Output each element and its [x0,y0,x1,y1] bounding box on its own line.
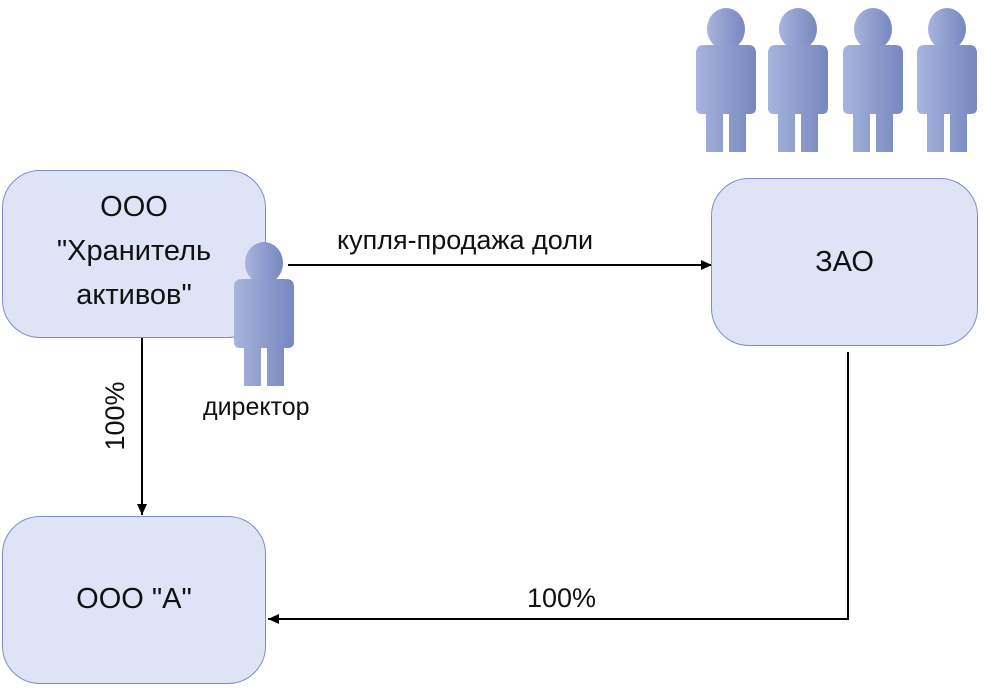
keeper-node: ООО "Хранитель активов" [2,170,266,338]
sale-edge-label: купля-продажа доли [337,225,594,255]
shareholder-1-icon [696,8,756,152]
zao-to-a-arrow [268,352,849,624]
keeper-node-line2: "Хранитель [56,235,212,267]
keeper-node-line3: активов" [76,279,192,311]
shareholder-2-icon [768,8,828,152]
ooo-a-node-label: ООО "А" [76,583,192,615]
keeper-node-line1: ООО [100,191,168,223]
shareholder-4-icon [917,8,977,152]
zao-to-a-edge-label: 100% [527,583,597,613]
ooo-a-node: ООО "А" [2,516,266,684]
zao-node-label: ЗАО [815,246,874,278]
director-icon [234,242,294,386]
zao-node: ЗАО [711,178,978,346]
director-label: директор [203,393,310,421]
shareholder-3-icon [843,8,903,152]
